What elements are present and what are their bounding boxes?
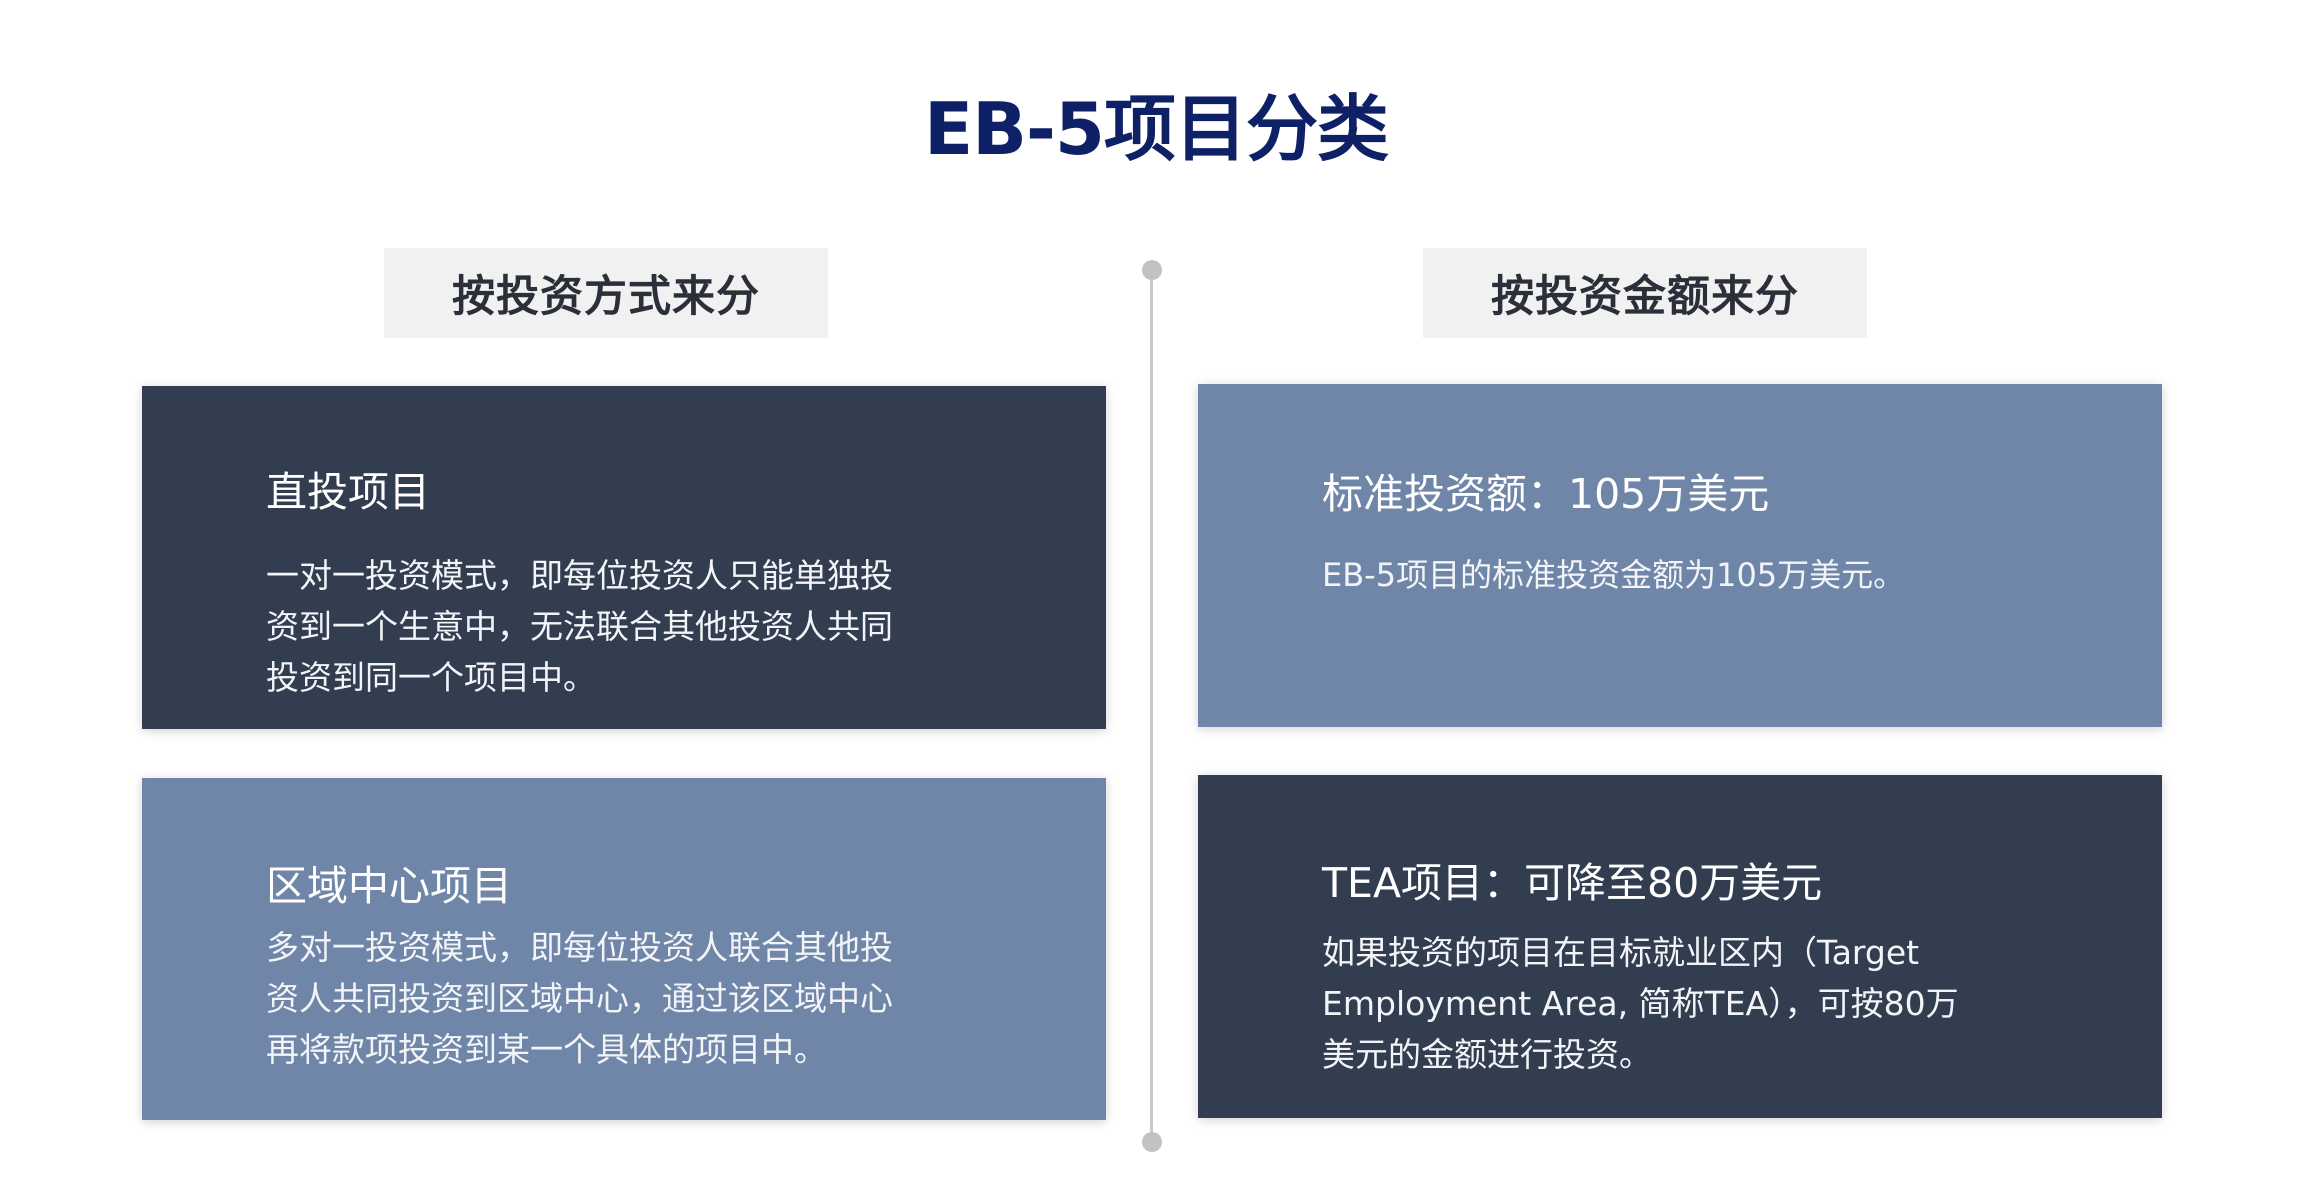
- card-title: 区域中心项目: [266, 862, 512, 910]
- card-body-line: 一对一投资模式，即每位投资人只能单独投: [266, 556, 893, 595]
- card-body: EB-5项目的标准投资金额为105万美元。: [1322, 550, 1905, 601]
- card-body-line: 投资到同一个项目中。: [266, 658, 596, 697]
- card-title: 标准投资额：105万美元: [1322, 470, 1770, 518]
- card-direct-investment-project: 直投项目 一对一投资模式，即每位投资人只能单独投 资到一个生意中，无法联合其他投…: [142, 386, 1106, 729]
- card-body-line: 资到一个生意中，无法联合其他投资人共同: [266, 607, 893, 646]
- divider-dot-bottom-icon: [1142, 1132, 1162, 1152]
- vertical-divider: [1150, 270, 1153, 1142]
- card-regional-center-project: 区域中心项目 多对一投资模式，即每位投资人联合其他投 资人共同投资到区域中心，通…: [142, 778, 1106, 1120]
- column-label-by-investment-amount: 按投资金额来分: [1423, 248, 1867, 338]
- divider-dot-top-icon: [1142, 260, 1162, 280]
- card-body-line: 多对一投资模式，即每位投资人联合其他投: [266, 928, 893, 967]
- card-body-line: EB-5项目的标准投资金额为105万美元。: [1322, 556, 1906, 594]
- page-title: EB-5项目分类: [923, 87, 1389, 172]
- card-body: 多对一投资模式，即每位投资人联合其他投 资人共同投资到区域中心，通过该区域中心 …: [266, 922, 893, 1075]
- card-title: TEA项目：可降至80万美元: [1322, 859, 1823, 907]
- card-body-line: 美元的金额进行投资。: [1322, 1035, 1652, 1074]
- card-body-line: Employment Area, 简称TEA），可按80万: [1322, 984, 1959, 1023]
- card-body-line: 资人共同投资到区域中心，通过该区域中心: [266, 979, 893, 1018]
- card-body-line: 再将款项投资到某一个具体的项目中。: [266, 1030, 827, 1069]
- card-body: 一对一投资模式，即每位投资人只能单独投 资到一个生意中，无法联合其他投资人共同 …: [266, 550, 893, 703]
- card-title: 直投项目: [266, 468, 430, 516]
- card-standard-investment-amount: 标准投资额：105万美元 EB-5项目的标准投资金额为105万美元。: [1198, 384, 2162, 727]
- card-body-line: 如果投资的项目在目标就业区内（Target: [1322, 933, 1920, 972]
- card-tea-project: TEA项目：可降至80万美元 如果投资的项目在目标就业区内（Target Emp…: [1198, 775, 2162, 1118]
- column-label-by-investment-method: 按投资方式来分: [384, 248, 828, 338]
- card-body: 如果投资的项目在目标就业区内（Target Employment Area, 简…: [1322, 927, 1959, 1080]
